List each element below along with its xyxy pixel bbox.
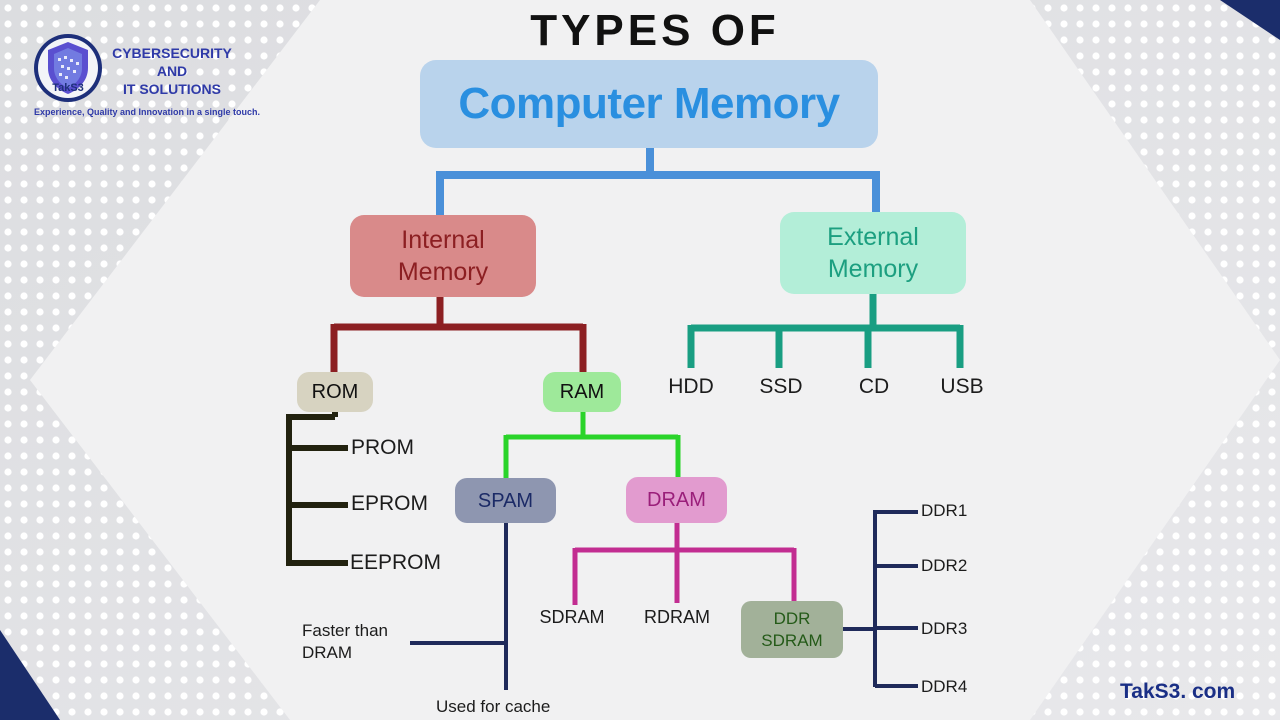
external-item-hdd: HDD [668,375,714,398]
connector-spam [410,523,508,690]
spam-note-cache: Used for cache [436,697,551,716]
external-label-line-2: Memory [827,255,919,283]
dram-item-sdram: SDRAM [539,607,605,627]
internal-label-line-2: Memory [397,258,489,286]
bg-corner-top-right [1220,0,1280,40]
title-line-2: Computer Memory [458,79,840,129]
connector-rom [286,410,348,566]
connector-external [687,294,964,368]
internal-memory-box[interactable]: Internal Memory [350,215,536,297]
external-label-line-1: External [827,222,919,251]
bg-corner-bottom-left [0,630,60,720]
rom-item-eprom: EPROM [351,492,429,515]
external-memory-box[interactable]: External Memory [780,212,966,294]
ddr-label-line-2: SDRAM [761,630,823,650]
internal-label-line-1: Internal [401,225,485,254]
rom-item-prom: PROM [351,436,414,459]
dram-item-rdram: RDRAM [644,607,710,627]
title-line-1: TYPES OF [530,6,780,55]
ddr-item-ddr1: DDR1 [921,501,968,520]
spam-note-faster: Faster than DRAM [302,620,388,664]
company-line-2: AND [156,63,188,79]
spam-box[interactable]: SPAM [455,478,556,523]
rom-box[interactable]: ROM [297,372,373,412]
connector-dram [572,523,797,605]
shield-logo-icon [34,34,102,102]
ddr-item-ddr3: DDR3 [921,619,968,638]
connector-ddr [843,510,918,688]
connector-root [436,148,880,216]
external-item-cd: CD [858,375,890,398]
logo-text: TakS3 [52,82,84,94]
spam-note-faster-line-1: Faster than [302,621,388,640]
title-box: Computer Memory [420,60,878,148]
ddr-item-ddr4: DDR4 [921,677,968,696]
dram-box[interactable]: DRAM [626,477,727,523]
ddr-item-ddr2: DDR2 [921,556,968,575]
ddr-label-line-1: DDR [773,609,811,629]
ddr-sdram-box[interactable]: DDR SDRAM [741,601,843,658]
spam-note-faster-line-2: DRAM [302,643,353,662]
external-item-ssd: SSD [759,375,803,398]
connector-ram [503,412,681,478]
brand-logo[interactable]: TakS3 [32,32,104,104]
company-name: CYBERSECURITY AND IT SOLUTIONS [102,44,242,98]
external-item-usb: USB [940,375,984,398]
company-line-3: IT SOLUTIONS [123,81,221,97]
bg-center-panel [30,0,1280,720]
website-link[interactable]: TakS3. com [1120,680,1236,703]
company-line-1: CYBERSECURITY [112,45,232,61]
rom-item-eeprom: EEPROM [350,551,442,574]
company-tagline: Experience, Quality and Innovation in a … [34,107,261,117]
ram-box[interactable]: RAM [543,372,621,412]
connector-internal [330,297,587,373]
